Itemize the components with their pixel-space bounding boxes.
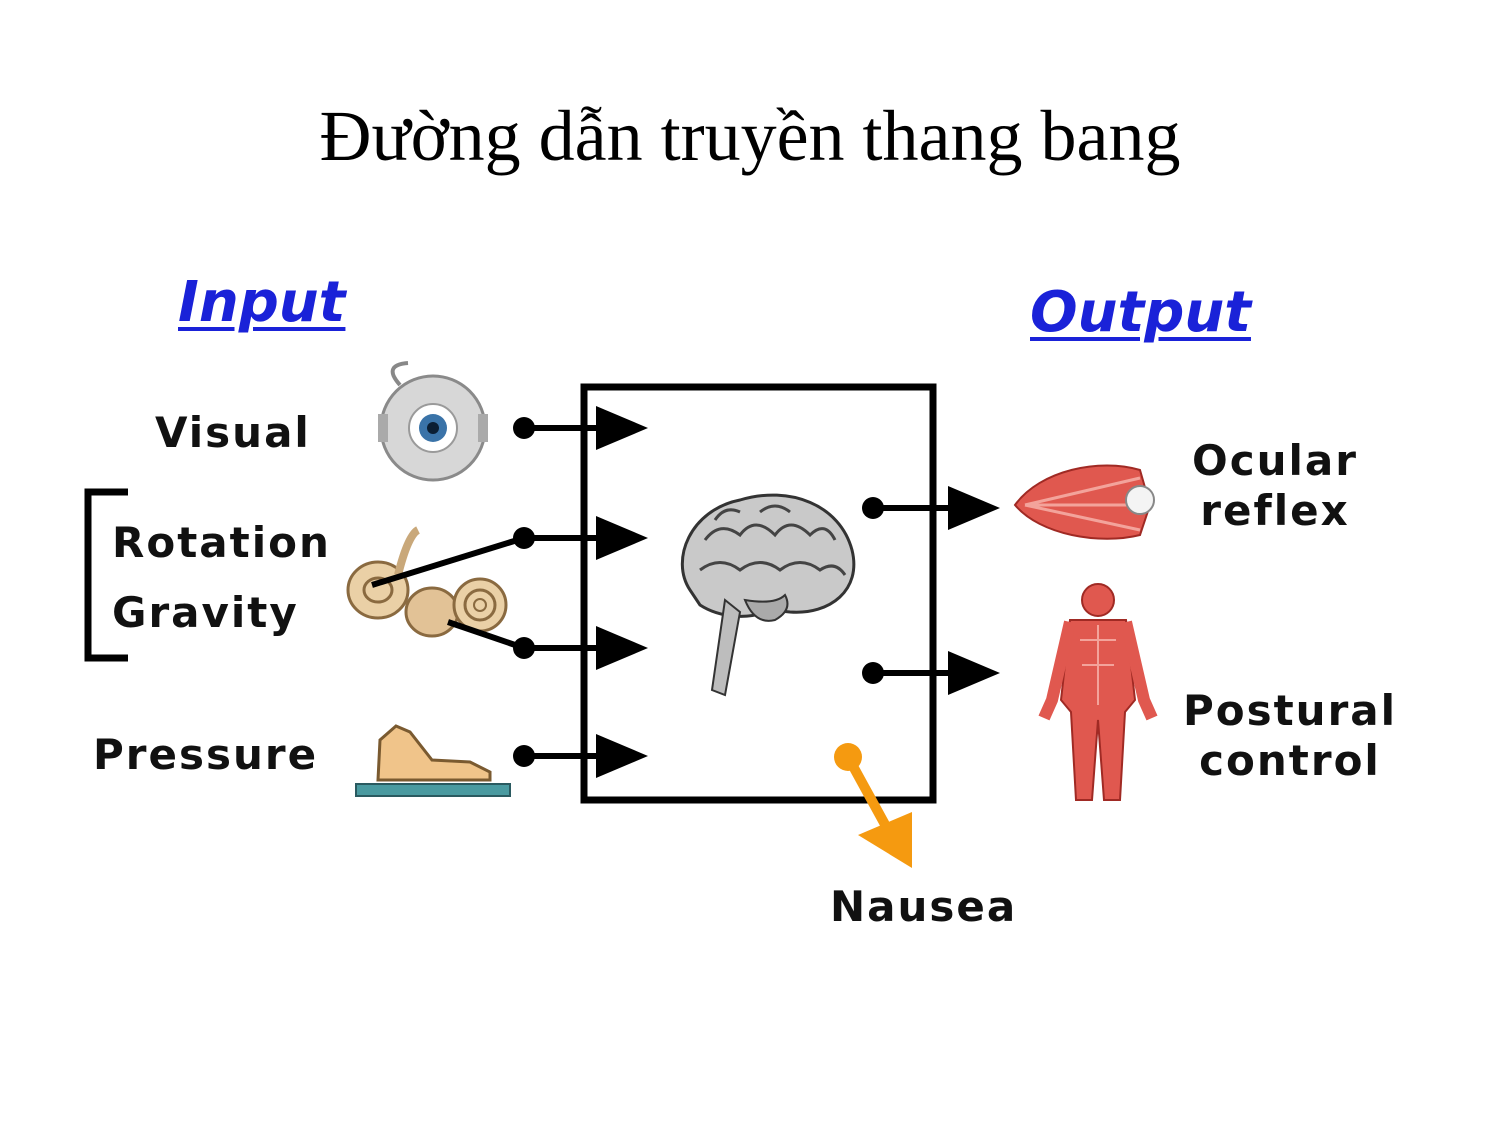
pressure-connector [513,734,648,778]
visual-connector [513,406,648,450]
postural-label-line2: control [1199,736,1381,786]
ocular-reflex-label: Ocular reflex [1170,436,1380,537]
ocular-label-line2: reflex [1200,486,1350,536]
nausea-arrow [834,743,912,868]
postural-connector [862,651,1000,695]
gravity-label: Gravity [112,588,299,637]
rotation-connector [371,516,648,588]
postural-label-line1: Postural [1182,686,1398,735]
page-title: Đường dẫn truyền thang bang [319,96,1181,176]
postural-control-label: Postural control [1165,686,1415,787]
ocular-label-line1: Ocular [1192,436,1358,485]
input-heading: Input [178,270,346,335]
gravity-connector [447,619,648,670]
foot-icon [355,724,511,797]
bracket [84,488,128,662]
eye-icon [378,361,488,482]
inner-ear-icon [346,526,508,638]
pressure-label: Pressure [93,730,319,779]
nausea-label: Nausea [830,882,1018,931]
eye-muscle-icon [1013,464,1155,540]
ocular-connector [862,486,1000,530]
brain-icon [680,493,856,697]
human-muscle-icon [1038,583,1158,801]
visual-label: Visual [155,408,311,457]
foot-plate [355,783,511,797]
output-heading: Output [1030,280,1251,345]
rotation-label: Rotation [112,518,331,567]
